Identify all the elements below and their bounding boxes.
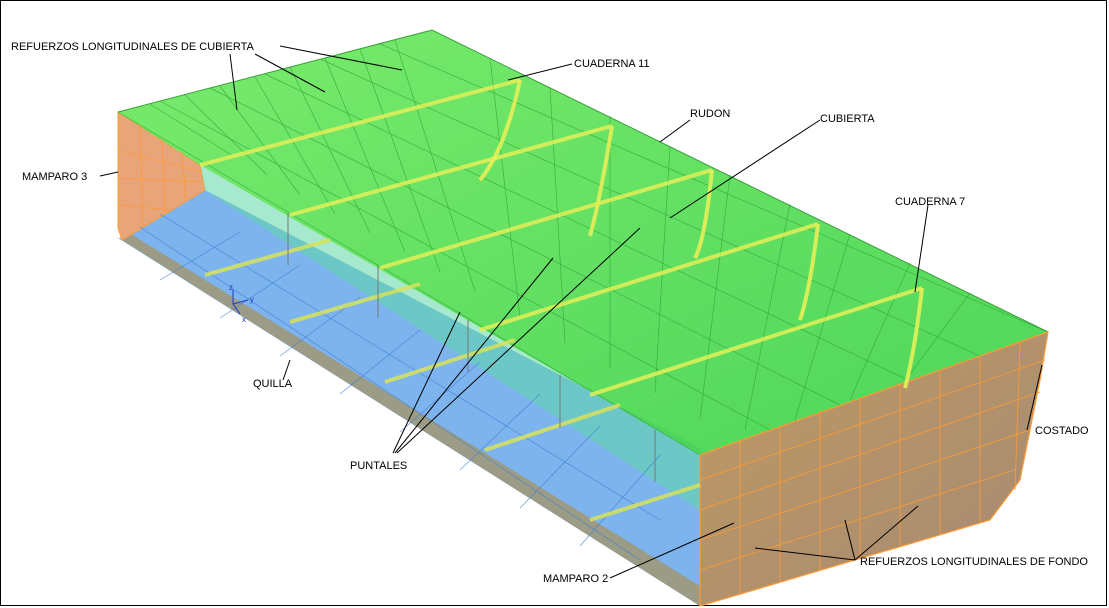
label-cuaderna-7: CUADERNA 7 [895, 196, 966, 208]
label-cubierta: CUBIERTA [820, 113, 875, 125]
axis-x-label: x [242, 315, 246, 324]
label-puntales: PUNTALES [350, 460, 408, 472]
bottom-stiffeners [204, 238, 701, 522]
label-rudon: RUDON [690, 108, 731, 120]
axis-z-label: z [229, 283, 233, 292]
axis-y-label: y [250, 295, 254, 304]
deck-stiffeners [199, 78, 923, 397]
label-refuerzos-cubierta: REFUERZOS LONGITUDINALES DE CUBIERTA [11, 41, 254, 53]
label-costado: COSTADO [1035, 425, 1089, 437]
mamparo-2-bulkhead [700, 332, 1048, 606]
label-refuerzos-fondo: REFUERZOS LONGITUDINALES DE FONDO [860, 556, 1088, 568]
deck-plate [118, 30, 1048, 455]
mamparo-3-bulkhead [117, 111, 206, 241]
axes-triad [232, 290, 249, 315]
label-mamparo-2: MAMPARO 2 [543, 573, 609, 585]
keel-strip [118, 226, 700, 606]
label-quilla: QUILLA [253, 378, 293, 390]
leader-lines [99, 45, 1043, 579]
hull-edges [699, 331, 1049, 607]
label-mamparo-3: MAMPARO 3 [22, 171, 88, 183]
inner-side-shell [200, 165, 700, 510]
label-cuaderna-11: CUADERNA 11 [574, 58, 650, 70]
frames [478, 79, 924, 389]
bulkhead-mesh [117, 123, 1046, 594]
hull-outline [117, 29, 1049, 333]
